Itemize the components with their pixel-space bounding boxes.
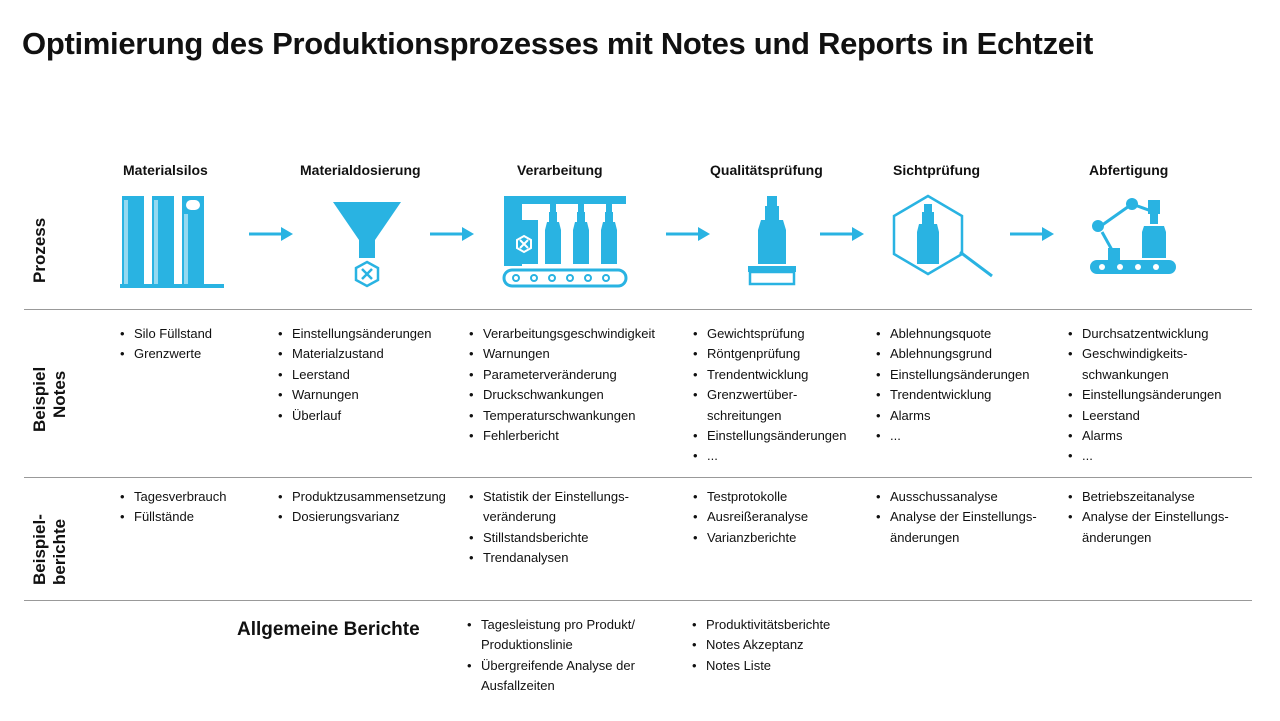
list-item: Stillstandsberichte xyxy=(469,528,629,549)
list-item: Leerstand xyxy=(1068,406,1222,427)
list-item: Fehlerbericht xyxy=(469,426,655,447)
list-item: Ausreißeranalyse xyxy=(693,507,808,528)
stage-title: Sichtprüfung xyxy=(893,162,981,178)
list-item: Einstellungsänderungen xyxy=(1068,385,1222,406)
list-item: Materialzustand xyxy=(278,344,432,365)
row-label-line: Notes xyxy=(50,370,69,418)
list-item: Einstellungsänderungen xyxy=(278,324,432,345)
list-item: Leerstand xyxy=(278,365,432,386)
list-item: Trendentwicklung xyxy=(876,385,1030,406)
list-item: ... xyxy=(693,446,847,467)
list-item: Tagesleistung pro Produkt/Produktionslin… xyxy=(467,615,635,656)
list-item: Warnungen xyxy=(469,344,655,365)
list-item: Gewichtsprüfung xyxy=(693,324,847,345)
stage-title: Qualitätsprüfung xyxy=(710,162,823,178)
list-item: Notes Liste xyxy=(692,656,830,677)
general-reports-list: ProduktivitätsberichteNotes AkzeptanzNot… xyxy=(692,615,830,677)
list-item: Durchsatzentwicklung xyxy=(1068,324,1222,345)
inspection-magnifier-icon xyxy=(892,194,993,278)
list-item: Ausschussanalyse xyxy=(876,487,1037,508)
row-label-line: berichte xyxy=(50,518,69,585)
general-reports-title: Allgemeine Berichte xyxy=(237,619,420,640)
row-label-line: Beispiel- xyxy=(30,514,49,585)
list-item: Trendentwicklung xyxy=(693,365,847,386)
list-item: Alarms xyxy=(1068,426,1222,447)
notes-list: EinstellungsänderungenMaterialzustandLee… xyxy=(278,324,432,426)
funnel-icon xyxy=(333,202,401,288)
silo-icon xyxy=(120,196,224,288)
list-item: Überlauf xyxy=(278,406,432,427)
notes-list: DurchsatzentwicklungGeschwindigkeits-sch… xyxy=(1068,324,1222,467)
arrow-right-icon xyxy=(1010,227,1054,241)
reports-list: TestprotokolleAusreißeranalyseVarianzber… xyxy=(693,487,808,549)
list-item: Trendanalysen xyxy=(469,548,629,569)
list-item: Alarms xyxy=(876,406,1030,427)
row-label-line: Prozess xyxy=(30,217,49,283)
row-divider xyxy=(24,477,1252,478)
list-item: Ablehnungsgrund xyxy=(876,344,1030,365)
reports-list: TagesverbrauchFüllstände xyxy=(120,487,227,528)
stage-title: Verarbeitung xyxy=(517,162,603,178)
row-label-berichte: Beispiel- berichte xyxy=(30,514,70,585)
stage-title: Abfertigung xyxy=(1089,162,1169,178)
notes-list: VerarbeitungsgeschwindigkeitWarnungenPar… xyxy=(469,324,655,447)
row-label-line: Beispiel xyxy=(30,366,49,432)
list-item: Geschwindigkeits-schwankungen xyxy=(1068,344,1222,385)
arrow-right-icon xyxy=(820,227,864,241)
list-item: Produktzusammensetzung xyxy=(278,487,446,508)
list-item: Tagesverbrauch xyxy=(120,487,227,508)
notes-list: AblehnungsquoteAblehnungsgrundEinstellun… xyxy=(876,324,1030,447)
notes-list: GewichtsprüfungRöntgenprüfungTrendentwic… xyxy=(693,324,847,467)
row-divider xyxy=(24,309,1252,310)
list-item: Einstellungsänderungen xyxy=(876,365,1030,386)
list-item: Warnungen xyxy=(278,385,432,406)
row-divider xyxy=(24,600,1252,601)
reports-list: ProduktzusammensetzungDosierungsvarianz xyxy=(278,487,446,528)
list-item: Varianzberichte xyxy=(693,528,808,549)
page-title: Optimierung des Produktionsprozesses mit… xyxy=(22,26,1094,61)
reports-list: Statistik der Einstellungs-veränderungSt… xyxy=(469,487,629,569)
list-item: Dosierungsvarianz xyxy=(278,507,446,528)
list-item: Produktivitätsberichte xyxy=(692,615,830,636)
list-item: Silo Füllstand xyxy=(120,324,212,345)
list-item: Statistik der Einstellungs-veränderung xyxy=(469,487,629,528)
notes-list: Silo FüllstandGrenzwerte xyxy=(120,324,212,365)
reports-list: BetriebszeitanalyseAnalyse der Einstellu… xyxy=(1068,487,1229,548)
bottling-machine-icon xyxy=(502,196,628,288)
list-item: Füllstände xyxy=(120,507,227,528)
arrow-right-icon xyxy=(249,227,293,241)
list-item: Verarbeitungsgeschwindigkeit xyxy=(469,324,655,345)
list-item: Einstellungsänderungen xyxy=(693,426,847,447)
row-label-notes: Beispiel Notes xyxy=(30,367,70,432)
arrow-right-icon xyxy=(430,227,474,241)
arrow-right-icon xyxy=(666,227,710,241)
list-item: Analyse der Einstellungs-änderungen xyxy=(1068,507,1229,548)
list-item: Röntgenprüfung xyxy=(693,344,847,365)
bottle-scale-icon xyxy=(748,196,796,286)
list-item: Grenzwerte xyxy=(120,344,212,365)
list-item: Parameterveränderung xyxy=(469,365,655,386)
list-item: ... xyxy=(876,426,1030,447)
robot-arm-conveyor-icon xyxy=(1090,198,1176,274)
list-item: Testprotokolle xyxy=(693,487,808,508)
row-label-prozess: Prozess xyxy=(30,218,50,283)
list-item: Temperaturschwankungen xyxy=(469,406,655,427)
reports-list: AusschussanalyseAnalyse der Einstellungs… xyxy=(876,487,1037,548)
list-item: Grenzwertüber-schreitungen xyxy=(693,385,847,426)
list-item: ... xyxy=(1068,446,1222,467)
list-item: Analyse der Einstellungs-änderungen xyxy=(876,507,1037,548)
stage-title: Materialsilos xyxy=(123,162,208,178)
list-item: Druckschwankungen xyxy=(469,385,655,406)
list-item: Ablehnungsquote xyxy=(876,324,1030,345)
stage-title: Materialdosierung xyxy=(300,162,421,178)
general-reports-list: Tagesleistung pro Produkt/Produktionslin… xyxy=(467,615,635,697)
list-item: Betriebszeitanalyse xyxy=(1068,487,1229,508)
list-item: Notes Akzeptanz xyxy=(692,635,830,656)
